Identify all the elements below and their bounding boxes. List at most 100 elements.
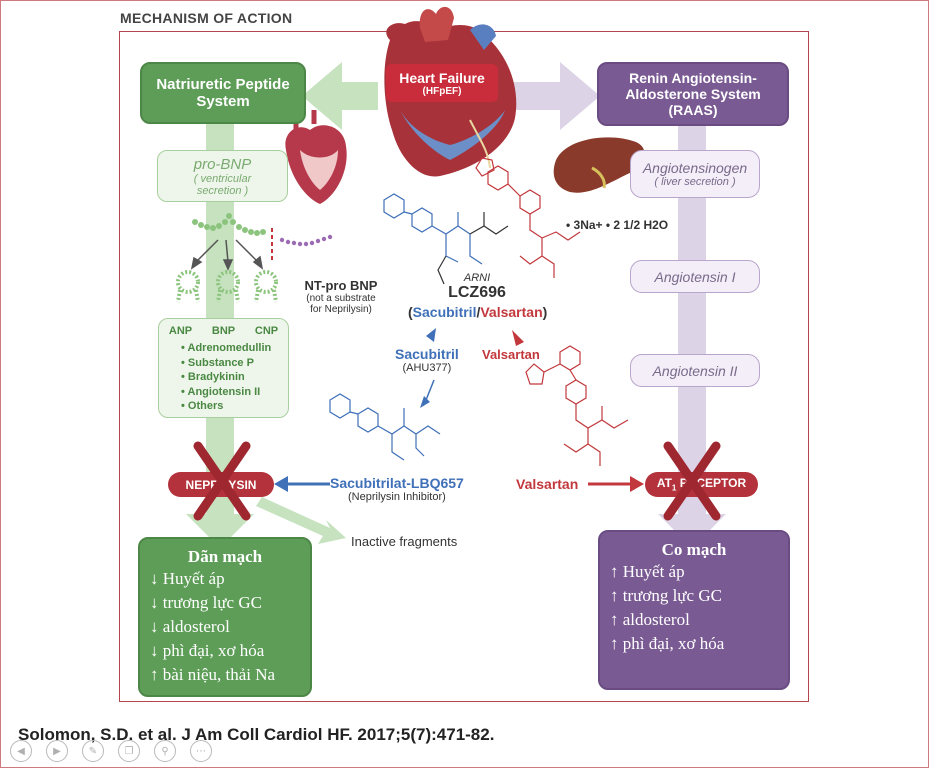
arrow-to-valsartan — [512, 330, 524, 346]
pro-bnp-label: pro-BNP — [193, 155, 252, 173]
list-item: ↑ bài niệu, thải Na — [150, 665, 276, 684]
angiotensinogen-label: Angiotensinogen — [642, 160, 748, 176]
valsartan-label-top: Valsartan — [482, 347, 540, 362]
peptides-box: ANP BNP CNP Adrenomedullin Substance P B… — [158, 318, 289, 418]
combo-sep: / — [476, 304, 481, 320]
vasoconstriction-title: Co mạch — [661, 540, 727, 559]
list-item: ↑ aldosterol — [610, 610, 690, 629]
list-item: Bradykinin — [181, 370, 288, 385]
nt-pro-bnp-note-line1: (not a substrate — [306, 293, 376, 304]
sacubitril-to-lbq-line — [425, 379, 435, 401]
back-icon[interactable]: ◀ — [10, 740, 32, 762]
vasoconstriction-list: ↑ Huyết áp ↑ trương lực GC ↑ aldosterol … — [610, 560, 788, 656]
lbq657-name: Sacubitrilat-LBQ657 — [330, 475, 464, 491]
arni-label: ARNI LCZ696 — [430, 272, 524, 302]
lbq657-label: Sacubitrilat-LBQ657 (Neprilysin Inhibito… — [330, 475, 464, 503]
list-item: ↓ phì đại, xơ hóa — [150, 641, 265, 660]
list-item: ↑ Huyết áp — [610, 562, 685, 581]
heart-failure-subtitle: (HFpEF) — [422, 85, 462, 97]
angiotensinogen-note: ( liver secretion ) — [654, 176, 736, 188]
peptide-header: CNP — [254, 325, 279, 337]
drug-name: LCZ696 — [448, 284, 506, 301]
zoom-icon[interactable]: ⚲ — [154, 740, 176, 762]
cleavage-arrows — [190, 239, 264, 271]
peptide-header: ANP — [168, 325, 193, 337]
valsartan-label-bottom: Valsartan — [516, 476, 579, 492]
vasoconstriction-box: Co mạch ↑ Huyết áp ↑ trương lực GC ↑ ald… — [598, 530, 790, 690]
peptide-chain — [192, 213, 266, 236]
combo-open: ( — [408, 304, 413, 320]
neprilysin-block-x-icon — [193, 441, 251, 521]
peptide-list: Adrenomedullin Substance P Bradykinin An… — [159, 341, 288, 414]
vasodilation-box: Dãn mạch ↓ Huyết áp ↓ trương lực GC ↓ al… — [138, 537, 312, 697]
sacubitril-label: Sacubitril (AHU377) — [395, 346, 459, 374]
nt-pro-bnp-title: NT-pro BNP — [304, 278, 378, 293]
angiotensin-1-box: Angiotensin I — [630, 260, 760, 293]
list-item: ↓ aldosterol — [150, 617, 230, 636]
heart-failure-box: Heart Failure (HFpEF) — [386, 64, 498, 102]
combo-sacubitril: Sacubitril — [412, 304, 477, 320]
angiotensin-2-box: Angiotensin II — [630, 354, 760, 387]
angiotensin-1-label: Angiotensin I — [654, 268, 736, 285]
list-item: Substance P — [181, 356, 288, 371]
at1-block-x-icon — [663, 441, 721, 521]
liver-image — [553, 137, 645, 193]
heart-failure-title: Heart Failure — [399, 69, 485, 86]
nt-probnp-chain — [279, 234, 333, 247]
arrow-heart-to-raas — [512, 62, 600, 130]
arrow-heart-to-nps — [302, 62, 378, 130]
peptide-header: BNP — [211, 325, 236, 337]
raas-title-line2: Aldosterone System — [625, 86, 761, 102]
lbq-to-neprilysin-head — [274, 476, 288, 492]
list-item: Angiotensin II — [181, 385, 288, 400]
angiotensin-2-label: Angiotensin II — [652, 362, 738, 379]
vasodilation-title: Dãn mạch — [187, 547, 263, 566]
arni-class: ARNI — [463, 272, 491, 284]
list-item: ↓ trương lực GC — [150, 593, 262, 612]
raas-box: Renin Angiotensin- Aldosterone System (R… — [597, 62, 789, 126]
lbq657-note: (Neprilysin Inhibitor) — [348, 491, 446, 503]
vasodilation-list: ↓ Huyết áp ↓ trương lực GC ↓ aldosterol … — [150, 567, 310, 687]
combo-valsartan: Valsartan — [480, 304, 543, 320]
combo-close: ) — [542, 304, 548, 320]
list-item: Adrenomedullin — [181, 341, 288, 356]
nt-pro-bnp-note-line2: for Neprilysin) — [310, 304, 372, 315]
pen-icon[interactable]: ✎ — [82, 740, 104, 762]
nt-pro-bnp-label: NT-pro BNP (not a substrate for Neprilys… — [296, 278, 386, 315]
nps-title-line2: System — [196, 93, 250, 110]
nps-title-line1: Natriuretic Peptide — [156, 76, 290, 93]
arrow-to-inactive — [256, 497, 346, 544]
ring-peptides — [176, 270, 278, 294]
green-column-head — [186, 514, 254, 548]
sacubitril-code: (AHU377) — [402, 362, 452, 374]
section-heading: MECHANISM OF ACTION — [120, 10, 293, 26]
forward-icon[interactable]: ▶ — [46, 740, 68, 762]
lbq657-molecule — [329, 393, 441, 461]
lcz696-molecule — [383, 157, 581, 285]
valsartan-molecule — [525, 345, 629, 466]
inactive-fragments-label: Inactive fragments — [351, 534, 458, 549]
more-icon[interactable]: ⋯ — [190, 740, 212, 762]
arrow-to-sacubitril — [426, 328, 436, 342]
salt-formula: • 3Na+ • 2 1/2 H2O — [566, 218, 669, 232]
drug-combination: (Sacubitril/Valsartan) — [408, 304, 547, 320]
sacubitril-name: Sacubitril — [395, 346, 459, 362]
valsartan-to-at1-head — [630, 476, 644, 492]
arrow-to-lbq657 — [420, 396, 430, 408]
pro-bnp-box: pro-BNP ( ventricular secretion ) — [157, 150, 288, 202]
at1-sub: 1 — [671, 483, 677, 493]
at1-prefix: AT — [656, 476, 672, 491]
pro-bnp-note-line2: secretion ) — [196, 184, 249, 197]
peptide-headers: ANP BNP CNP — [159, 325, 288, 337]
list-item: Others — [181, 399, 288, 414]
pro-bnp-note-line1: ( ventricular — [193, 172, 252, 185]
raas-title-line1: Renin Angiotensin- — [629, 70, 757, 86]
natriuretic-peptide-system-box: Natriuretic Peptide System — [140, 62, 306, 124]
list-item: ↑ phì đại, xơ hóa — [610, 634, 725, 653]
angiotensinogen-box: Angiotensinogen ( liver secretion ) — [630, 150, 760, 198]
list-item: ↑ trương lực GC — [610, 586, 722, 605]
raas-title-line3: (RAAS) — [668, 102, 718, 118]
copy-icon[interactable]: ❐ — [118, 740, 140, 762]
citation: Solomon, S.D. et al. J Am Coll Cardiol H… — [18, 725, 495, 744]
list-item: ↓ Huyết áp — [150, 569, 225, 588]
